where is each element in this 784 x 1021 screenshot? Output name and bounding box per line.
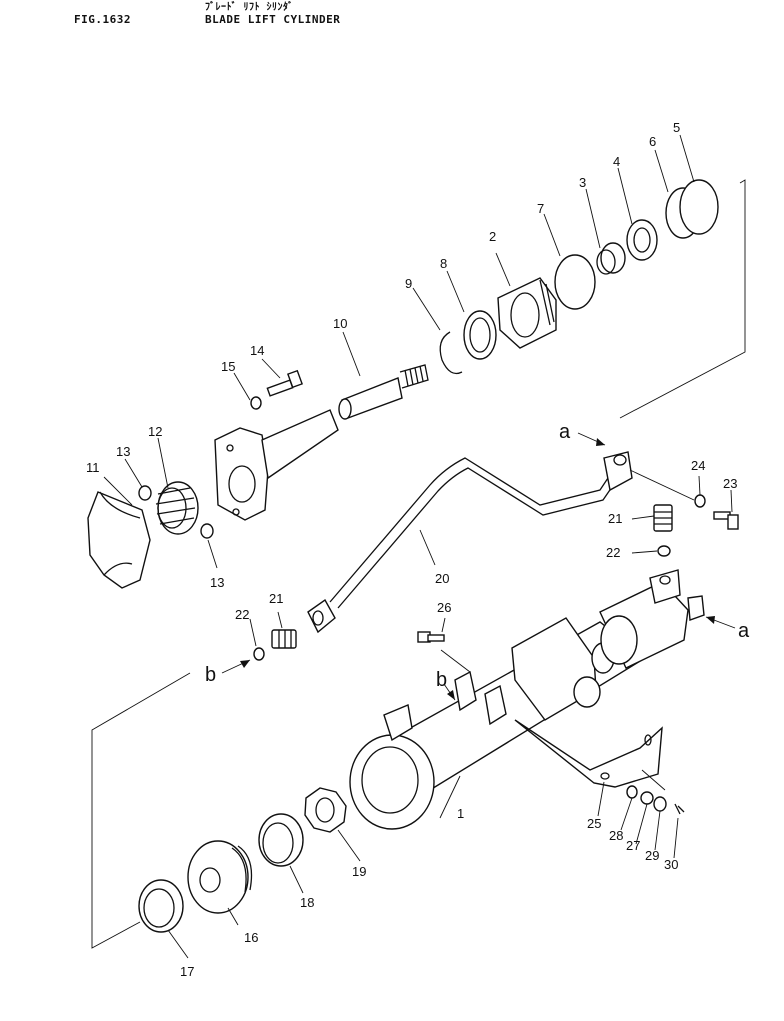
callout-18: 18 (300, 895, 314, 910)
ref-arrow-b-mid (443, 683, 456, 701)
callout-11: 11 (86, 460, 100, 475)
part-3-bushing (596, 242, 626, 275)
callout-19: 19 (352, 864, 366, 879)
part-25-clamp (514, 719, 663, 788)
ref-arrow-b-left (221, 659, 251, 674)
callout-24: 24 (691, 458, 705, 473)
part-27-28-29-30-fasteners (626, 785, 685, 815)
callout-13-lower: 13 (210, 575, 224, 590)
part-15-washer (250, 396, 262, 410)
callout-1: 1 (457, 806, 464, 821)
part-20-tube (307, 451, 633, 634)
ref-label-b-left: b (205, 664, 216, 686)
ref-arrow-a-upper (577, 432, 606, 446)
part-24-washer (694, 494, 706, 508)
part-8-wear-ring (463, 310, 497, 360)
callout-8: 8 (440, 256, 447, 271)
part-10-piston-rod (214, 364, 429, 521)
part-11-cap (87, 491, 151, 589)
callout-22-lower: 22 (235, 607, 249, 622)
part-22-o-ring-upper (657, 545, 671, 557)
part-22-o-ring-lower (253, 647, 265, 661)
callout-10: 10 (333, 316, 347, 331)
callout-12: 12 (148, 424, 162, 439)
part-21-elbow-upper (653, 504, 673, 532)
part-5-o-ring (679, 179, 719, 235)
callout-22-upper: 22 (606, 545, 620, 560)
callout-30: 30 (664, 857, 678, 872)
callout-2: 2 (489, 229, 496, 244)
part-26-bolt (417, 631, 445, 643)
part-16-head (187, 840, 253, 914)
callout-15: 15 (221, 359, 235, 374)
part-1-cylinder-tube (349, 569, 705, 830)
callout-23: 23 (723, 476, 737, 491)
part-17-seal (138, 879, 184, 933)
part-21-elbow-lower (271, 629, 297, 649)
figure-number: FIG.1632 (74, 13, 131, 26)
part-23-bolt (713, 511, 739, 530)
callout-29: 29 (645, 848, 659, 863)
callout-27: 27 (626, 838, 640, 853)
part-18-bushing (258, 813, 304, 867)
part-2-piston (497, 277, 557, 349)
part-19-nut (304, 787, 347, 833)
callout-25: 25 (587, 816, 601, 831)
part-7-o-ring (554, 254, 596, 310)
part-9-snap-ring (439, 331, 463, 375)
callout-20: 20 (435, 571, 449, 586)
leader-lines (103, 134, 733, 959)
callout-21-upper: 21 (608, 511, 622, 526)
ref-label-a-upper: a (559, 421, 571, 443)
callout-26: 26 (437, 600, 451, 615)
callout-4: 4 (613, 154, 620, 169)
callout-6: 6 (649, 134, 656, 149)
callout-7: 7 (537, 201, 544, 216)
part-4-seal (626, 219, 658, 261)
callout-3: 3 (579, 175, 586, 190)
part-12-bushing (155, 481, 199, 535)
ref-arrow-a-right (705, 616, 736, 629)
part-14-bolt (266, 369, 303, 397)
callout-14: 14 (250, 343, 264, 358)
assembly-boundary-lines (91, 179, 746, 949)
callout-9: 9 (405, 276, 412, 291)
part-13-dust-seal-left (138, 485, 152, 501)
callout-5: 5 (673, 120, 680, 135)
callout-28: 28 (609, 828, 623, 843)
title-japanese: ﾌﾞﾚｰﾄﾞ ﾘﾌﾄ ｼﾘﾝﾀﾞ (205, 2, 294, 13)
callout-13-upper: 13 (116, 444, 130, 459)
callout-16: 16 (244, 930, 258, 945)
callout-17: 17 (180, 964, 194, 979)
ref-label-b-mid: b (436, 669, 447, 691)
ref-label-a-right: a (738, 620, 750, 642)
diagram-title: BLADE LIFT CYLINDER (205, 13, 341, 26)
part-13-dust-seal-right (200, 523, 214, 539)
callout-21-lower: 21 (269, 591, 283, 606)
